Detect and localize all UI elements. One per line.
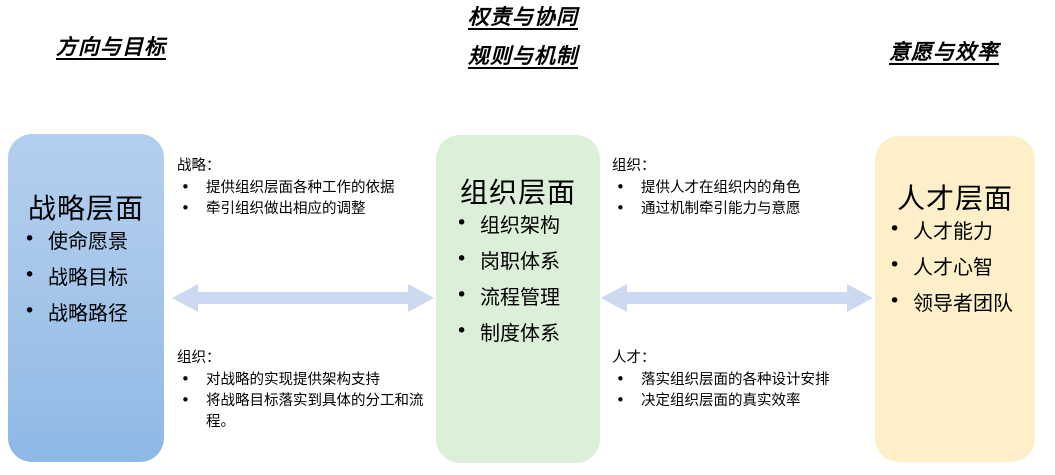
layer-box-organization[interactable]: 组织层面 组织架构 岗职体系 流程管理 制度体系	[436, 135, 600, 463]
note-organization-right: 组织： 提供人才在组织内的角色 通过机制牵引能力与意愿	[612, 156, 867, 221]
list-item: 战略路径	[8, 302, 164, 323]
layer-box-talent-title: 人才层面	[896, 182, 1013, 215]
list-item: 使命愿景	[8, 230, 164, 251]
double-arrow-icon-strategy-organization	[172, 280, 434, 316]
note-organization: 组织： 对战略的实现提供架构支持 将战略目标落实到具体的分工和流程。	[177, 348, 425, 433]
double-arrow-icon	[172, 284, 434, 312]
layer-box-strategy-list: 使命愿景 战略目标 战略路径	[8, 230, 164, 323]
section-header-willingness-efficiency: 意愿与效率	[889, 40, 999, 64]
note-organization-right-list: 提供人才在组织内的角色 通过机制牵引能力与意愿	[612, 177, 867, 220]
list-item: 通过机制牵引能力与意愿	[612, 198, 867, 220]
layer-box-organization-list: 组织架构 岗职体系 流程管理 制度体系	[436, 214, 600, 343]
note-strategy-title: 战略：	[177, 158, 221, 174]
layer-box-strategy[interactable]: 战略层面 使命愿景 战略目标 战略路径	[8, 134, 164, 462]
note-talent-list: 落实组织层面的各种设计安排 决定组织层面的真实效率	[612, 369, 880, 412]
list-item: 组织架构	[436, 214, 600, 235]
note-talent-title: 人才：	[612, 350, 656, 366]
list-item: 流程管理	[436, 286, 600, 307]
layer-box-strategy-title: 战略层面	[27, 192, 144, 225]
section-header-direction-goal: 方向与目标	[56, 35, 166, 59]
list-item: 人才心智	[875, 256, 1035, 277]
note-organization-right-title: 组织：	[612, 158, 656, 174]
note-organization-list: 对战略的实现提供架构支持 将战略目标落实到具体的分工和流程。	[177, 369, 425, 433]
list-item: 人才能力	[875, 220, 1035, 241]
list-item: 决定组织层面的真实效率	[612, 390, 880, 412]
list-item: 对战略的实现提供架构支持	[177, 369, 425, 391]
list-item: 牵引组织做出相应的调整	[177, 198, 427, 220]
list-item: 战略目标	[8, 266, 164, 287]
list-item: 岗职体系	[436, 250, 600, 271]
layer-box-talent[interactable]: 人才层面 人才能力 人才心智 领导者团队	[875, 136, 1035, 462]
layer-box-organization-title: 组织层面	[459, 176, 576, 209]
list-item: 提供人才在组织内的角色	[612, 177, 867, 199]
section-header-responsibility-collaboration: 权责与协同	[468, 5, 578, 29]
note-organization-title: 组织：	[177, 350, 221, 366]
section-header-rules-mechanism: 规则与机制	[468, 44, 578, 68]
note-strategy: 战略： 提供组织层面各种工作的依据 牵引组织做出相应的调整	[177, 156, 427, 221]
double-arrow-icon-organization-talent	[601, 280, 873, 316]
note-strategy-list: 提供组织层面各种工作的依据 牵引组织做出相应的调整	[177, 177, 427, 220]
list-item: 落实组织层面的各种设计安排	[612, 369, 880, 391]
list-item: 制度体系	[436, 322, 600, 343]
note-talent: 人才： 落实组织层面的各种设计安排 决定组织层面的真实效率	[612, 348, 880, 413]
list-item: 将战略目标落实到具体的分工和流程。	[177, 390, 425, 432]
double-arrow-icon	[601, 284, 873, 312]
list-item: 提供组织层面各种工作的依据	[177, 177, 427, 199]
layer-box-talent-list: 人才能力 人才心智 领导者团队	[875, 220, 1035, 313]
list-item: 领导者团队	[875, 292, 1035, 313]
